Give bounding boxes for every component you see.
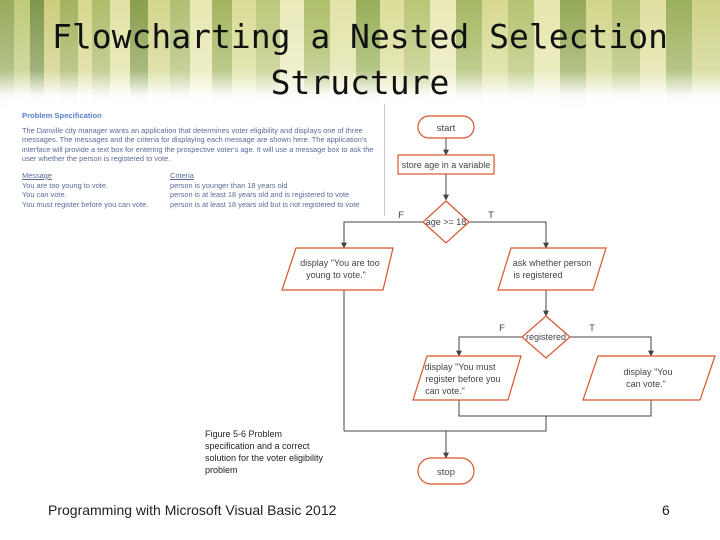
criteria-item: person is at least 18 years old but is n…: [170, 199, 360, 209]
title-line-2: Structure: [270, 63, 450, 102]
stop-terminal: [417, 457, 475, 485]
flow-connectors: [341, 138, 654, 459]
arrow-age-false: [341, 221, 423, 249]
age-true-label: T: [488, 210, 494, 221]
can-vote-output: [582, 355, 716, 401]
message-header: Message: [22, 170, 52, 180]
problem-specification: Problem Specification The Danville city …: [18, 104, 385, 216]
line-merge-left: [344, 416, 547, 432]
must-line-1: display "You must: [425, 362, 496, 372]
can-vote-line-2: can vote.": [626, 379, 666, 389]
must-register-output: [412, 355, 522, 401]
footer-text: Programming with Microsoft Visual Basic …: [48, 502, 337, 518]
criteria-item: person is at least 18 years old and is r…: [170, 190, 350, 200]
start-terminal: [417, 115, 475, 139]
can-vote-line-1: display "You: [624, 367, 673, 377]
spec-heading: Problem Specification: [22, 111, 102, 120]
must-line-2: register before you: [425, 374, 500, 384]
arrow-age-true: [469, 221, 549, 249]
page-number: 6: [662, 502, 670, 518]
start-label: start: [437, 123, 456, 134]
figure-caption: Figure 5-6 Problem specification and a c…: [205, 429, 324, 475]
ask-line-1: ask whether person: [513, 258, 592, 268]
ask-registered-input: [497, 247, 607, 291]
criteria-item: person is younger than 18 years old: [170, 180, 288, 190]
message-item: You can vote.: [22, 190, 67, 200]
spec-criteria-column: Criteria person is younger than 18 years…: [170, 171, 359, 209]
message-item: You are too young to vote.: [22, 180, 109, 190]
line-must-register-merge: [458, 400, 546, 417]
too-young-output: [281, 247, 394, 291]
slide-title: Flowcharting a Nested Selection Structur…: [0, 14, 720, 106]
registered-decision-label: registered: [526, 332, 566, 342]
store-label: store age in a variable: [402, 160, 491, 170]
store-process: [397, 154, 495, 175]
too-young-line-1: display "You are too: [300, 258, 379, 268]
spec-body: The Danville city manager wants an appli…: [22, 125, 374, 164]
age-decision-label: age >= 18: [426, 217, 467, 227]
too-young-line-2: young to vote.": [306, 270, 366, 280]
must-line-3: can vote.": [425, 386, 465, 396]
ask-line-2: is registered: [513, 270, 562, 280]
age-decision: [422, 200, 470, 244]
age-false-label: F: [398, 210, 404, 221]
title-line-1: Flowcharting a Nested Selection: [52, 17, 668, 56]
criteria-header: Criteria: [170, 170, 194, 180]
registered-false-label: F: [499, 323, 505, 334]
spec-table: Message You are too young to vote. You c…: [18, 171, 384, 211]
arrow-registered-false: [456, 336, 522, 357]
spec-message-column: Message You are too young to vote. You c…: [22, 171, 148, 209]
arrow-registered-true: [570, 336, 654, 357]
message-item: You must register before you can vote.: [22, 199, 149, 209]
registered-true-label: T: [589, 323, 595, 334]
line-can-vote-merge: [546, 400, 652, 417]
stop-label: stop: [437, 467, 455, 478]
registered-decision: [521, 315, 571, 359]
